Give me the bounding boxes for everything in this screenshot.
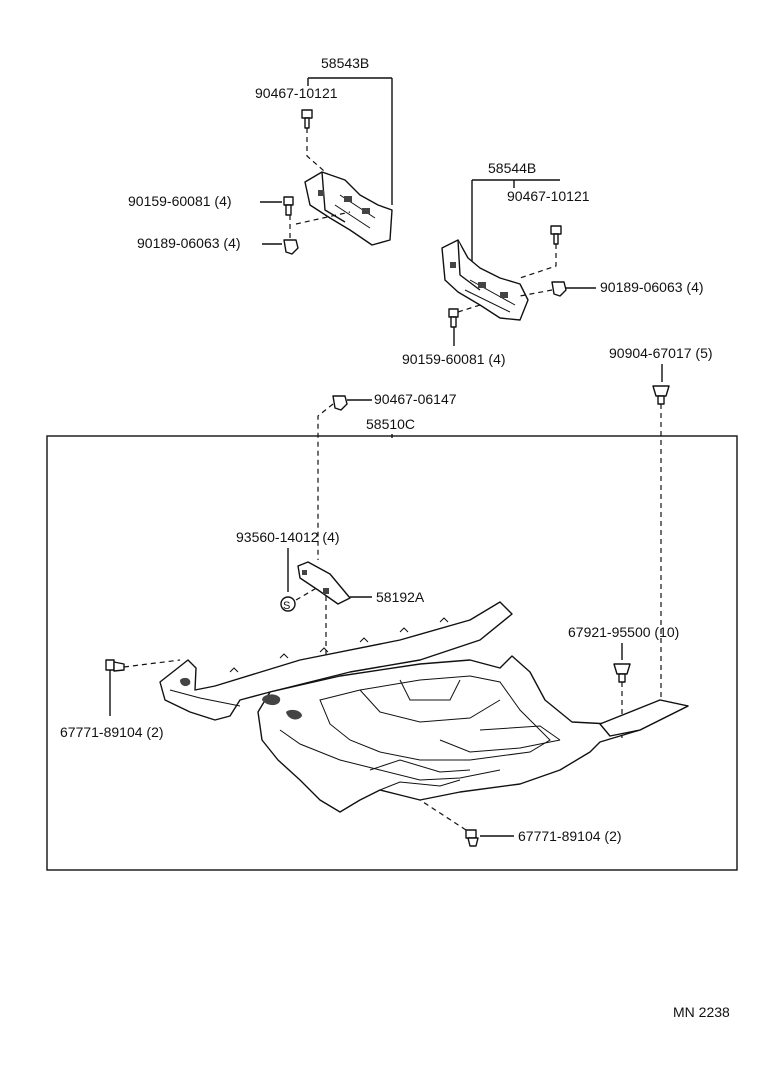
label-carpet-clip-center: 90467-06147 [374,391,457,407]
label-58544B: 58544B [488,160,536,176]
fastener-icon [105,659,125,672]
nut-icon [283,239,299,255]
label-right-screw: 90159-60081 (4) [402,351,506,367]
nut-icon [332,395,348,411]
nut-icon [551,281,567,297]
label-top-screw: 90159-60081 (4) [128,193,232,209]
clip-icon [652,385,670,405]
bracket-58543B [304,171,393,246]
diagram-code: MN 2238 [673,1004,730,1020]
top-bracket-group: 58543B 90467-10121 90159-60081 (4) 90189… [128,55,393,255]
label-rear-clip: 67921-95500 (10) [568,624,679,640]
label-front-left-fastener: 67771-89104 (2) [60,724,164,740]
bracket-58192A [297,561,351,605]
label-top-nut: 90189-06063 (4) [137,235,241,251]
bracket-58544B [441,239,529,321]
label-58192A: 58192A [376,589,425,605]
clip-icon [613,663,631,683]
bolt-icon [550,225,562,245]
fastener-icon [465,829,479,847]
label-right-nut: 90189-06063 (4) [600,279,704,295]
label-58510C: 58510C [366,416,415,432]
label-carpet-clip-right: 90904-67017 (5) [609,345,713,361]
floor-carpet-58510C [159,601,689,813]
bolt-icon [301,109,313,129]
s-marker: S [283,600,290,612]
s-marker-circle [280,596,296,612]
right-bracket-group: 58544B 90467-10121 90189-06063 (4) 90159… [402,160,704,367]
label-top-bolt: 90467-10121 [255,85,338,101]
label-right-bolt: 90467-10121 [507,188,590,204]
screw-icon [283,196,294,216]
label-front-bottom-fastener: 67771-89104 (2) [518,828,622,844]
screw-icon [448,308,459,328]
label-hold-down-clip: 93560-14012 (4) [236,529,340,545]
label-58543B: 58543B [321,55,369,71]
